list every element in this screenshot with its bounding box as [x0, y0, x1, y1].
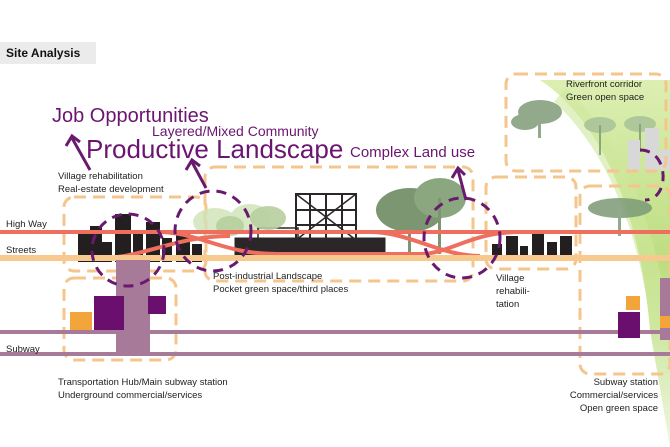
highway-label: High Way — [6, 219, 47, 230]
village-right-buildings-icon — [492, 234, 572, 258]
subway-station-column — [660, 278, 670, 340]
hub-commercial-block — [94, 296, 124, 330]
heading-job-opportunities: Job Opportunities — [52, 105, 209, 127]
title-bar — [0, 42, 96, 64]
subway-label: Subway — [6, 344, 40, 355]
heading-productive-landscape: Productive Landscape — [86, 134, 344, 164]
streets-line — [0, 255, 670, 261]
village-right-note: Village rehabili- tation — [496, 273, 530, 310]
arrows-icon — [64, 133, 468, 201]
transport-hub-note: Transportation Hub/Main subway station U… — [58, 377, 228, 401]
subway-station-note: Subway station Commercial/services Open … — [569, 377, 658, 414]
highway-line — [0, 230, 670, 234]
postindustrial-note: Post-industrial Landscape Pocket green s… — [213, 271, 349, 295]
subway-line — [0, 330, 670, 334]
village-buildings-icon — [78, 214, 202, 262]
village-rehab-note: Village rehabilitation Real-estate devel… — [58, 171, 164, 195]
heading-complex-land-use: Complex Land use — [350, 144, 476, 161]
page-title: Site Analysis — [6, 46, 81, 60]
streets-label: Streets — [6, 245, 37, 256]
heading-layered-community: Layered/Mixed Community — [152, 123, 319, 139]
station-commercial-block — [618, 312, 640, 338]
riverfront-note: Riverfront corridor Green open space — [566, 79, 645, 103]
focus-circles — [90, 148, 665, 288]
